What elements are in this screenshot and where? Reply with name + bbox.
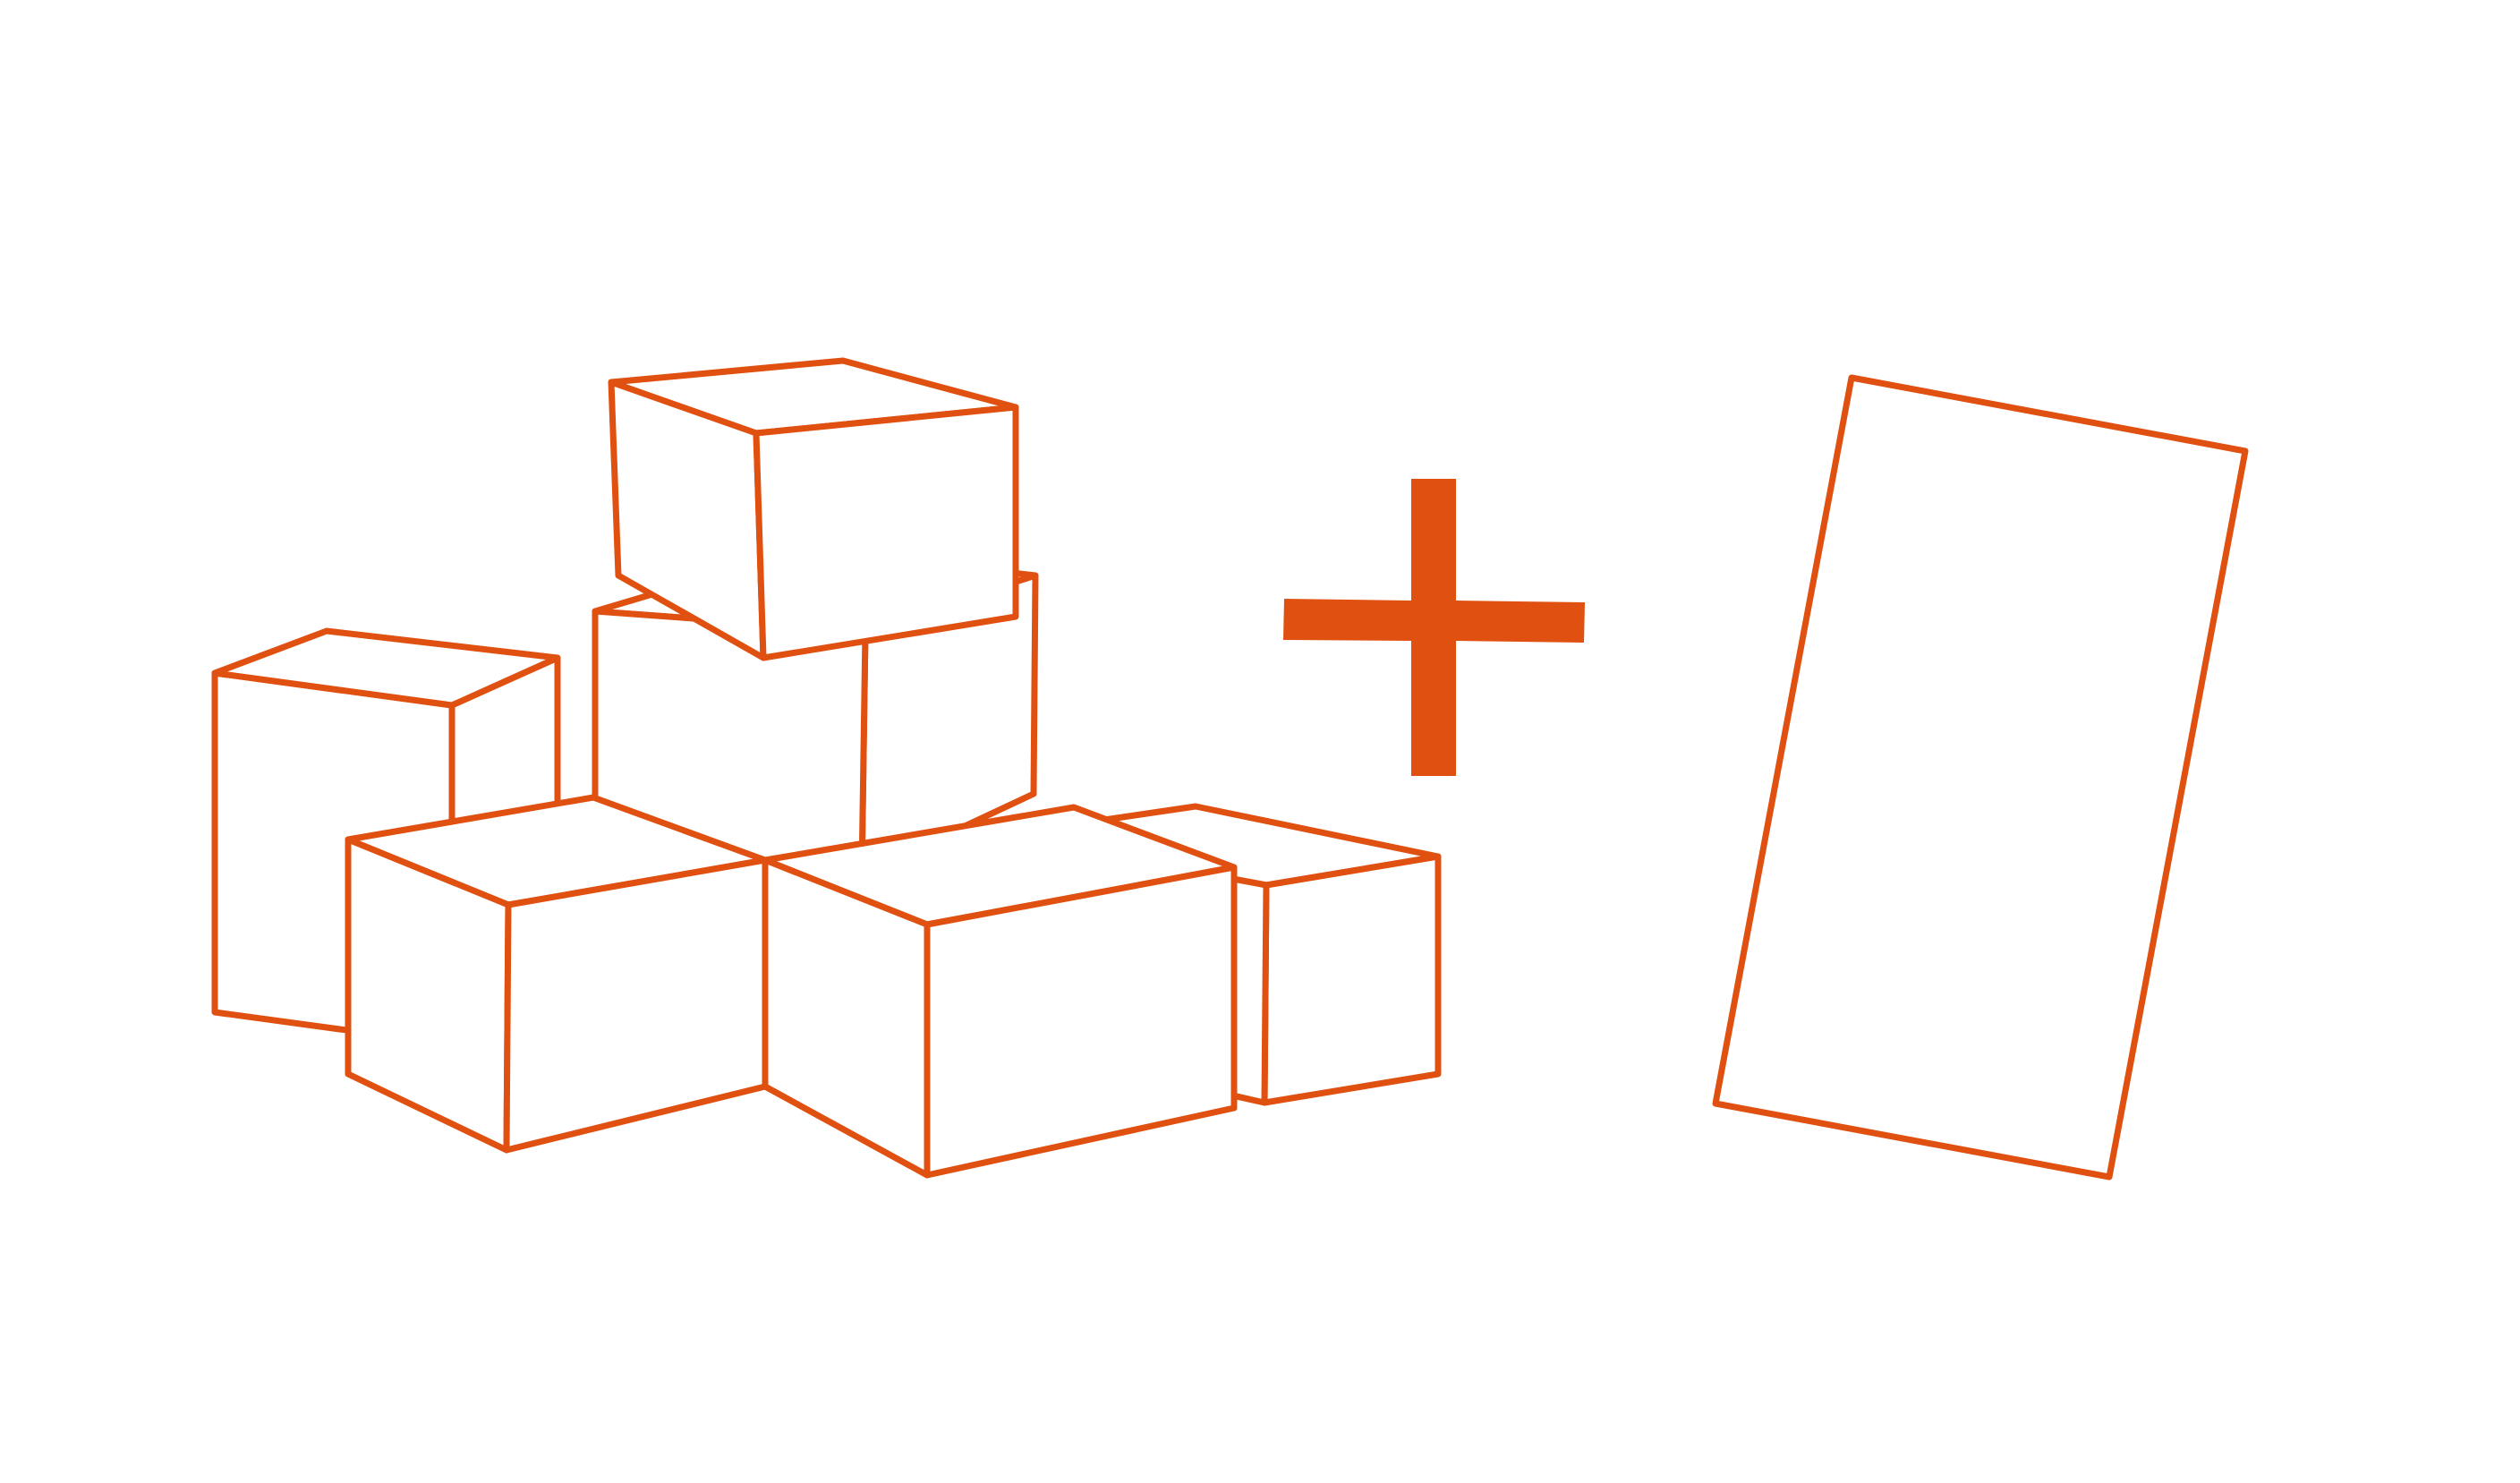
box-back-left-top-face <box>211 627 561 709</box>
box-back-right-front-face <box>1261 853 1442 1106</box>
box-top <box>608 357 1019 661</box>
flat-panel <box>1712 374 2249 1180</box>
flat-panel-icon <box>1712 374 2249 1180</box>
box-top-front-face <box>753 404 1019 661</box>
stack-of-boxes-icon <box>211 357 1442 1179</box>
box-front-right <box>762 804 1238 1179</box>
box-front-left <box>345 794 769 1154</box>
box-front-left-front-face <box>503 857 769 1154</box>
box-front-right-front-face <box>924 864 1238 1179</box>
plus-sign <box>1283 479 1585 776</box>
plus-icon <box>1283 479 1585 776</box>
